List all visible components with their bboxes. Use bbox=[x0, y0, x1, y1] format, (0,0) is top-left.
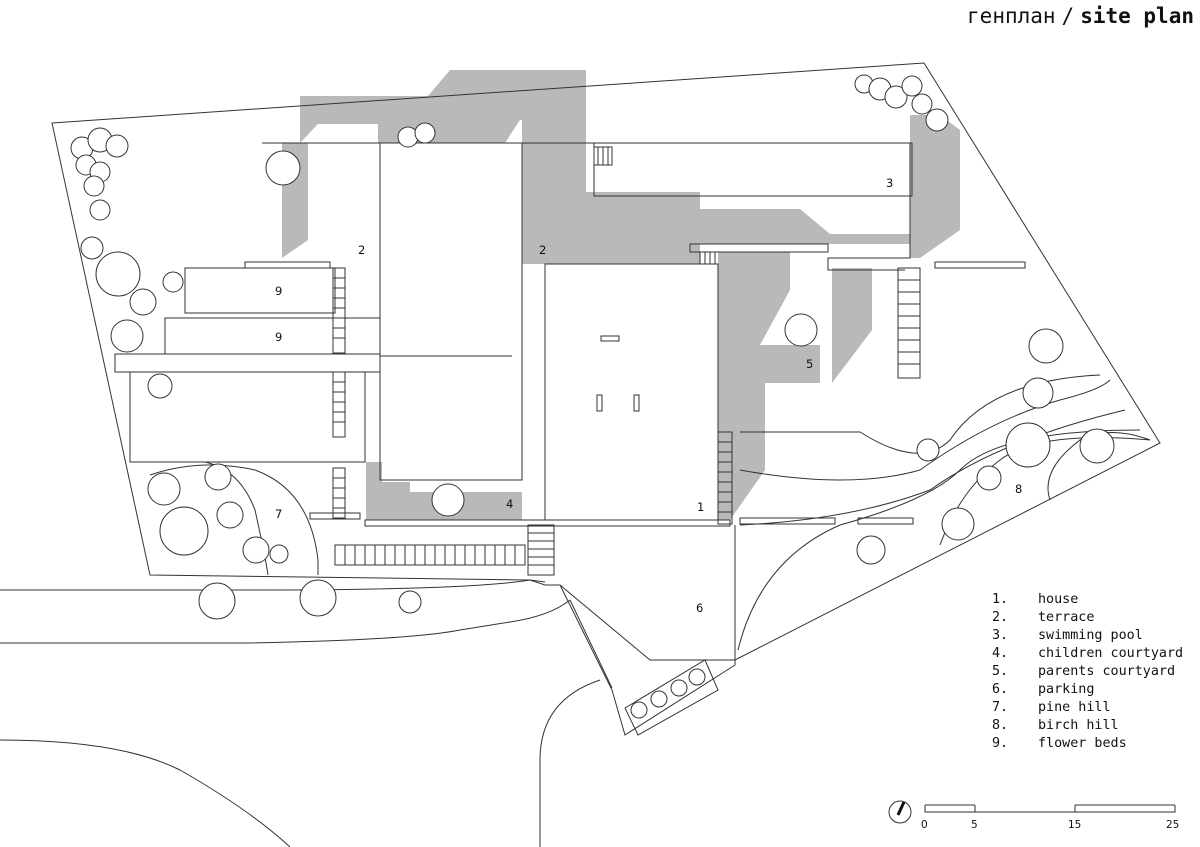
bench-3 bbox=[934, 261, 1026, 269]
label-house: 1 bbox=[697, 500, 704, 514]
entrance-steps bbox=[527, 524, 555, 576]
flower-bed-lower bbox=[164, 317, 381, 355]
label-terrace-center: 2 bbox=[539, 243, 546, 257]
legend-item: 1.house bbox=[992, 592, 1079, 607]
label-flower-bed-lower: 9 bbox=[275, 330, 282, 344]
road-edge-south bbox=[0, 599, 571, 644]
plan-linework bbox=[0, 62, 1161, 847]
bench-1 bbox=[739, 517, 836, 525]
legend-item: 4.children courtyard bbox=[992, 646, 1184, 661]
bench-2 bbox=[857, 517, 914, 525]
title-russian: генплан bbox=[967, 4, 1056, 28]
shadow-children-court bbox=[366, 462, 522, 520]
birch-contour-2 bbox=[739, 379, 1111, 481]
title-separator: / bbox=[1061, 4, 1075, 28]
building-shadows bbox=[282, 70, 960, 520]
birch-contour-6 bbox=[1047, 432, 1151, 501]
scale-bar bbox=[924, 804, 1176, 813]
shadow-north-strip bbox=[300, 70, 586, 143]
drive-edge bbox=[539, 599, 613, 847]
west-block bbox=[379, 142, 523, 481]
label-terrace-west: 2 bbox=[358, 243, 365, 257]
site-boundary bbox=[51, 62, 1161, 661]
drawing-title: генплан/site plan bbox=[967, 4, 1194, 28]
label-parking: 6 bbox=[696, 601, 703, 615]
step-column-mid bbox=[332, 371, 346, 438]
label-flower-bed-upper: 9 bbox=[275, 284, 282, 298]
legend-item: 8.birch hill bbox=[992, 718, 1119, 733]
long-bed bbox=[114, 353, 381, 373]
stair-east bbox=[717, 431, 733, 525]
scale-tick-5: 5 bbox=[971, 819, 978, 831]
bench-4 bbox=[244, 261, 331, 269]
parking-outline bbox=[559, 525, 736, 736]
legend-item: 9.flower beds bbox=[992, 736, 1127, 751]
paving-strip bbox=[334, 544, 526, 566]
stair-treads bbox=[333, 252, 920, 566]
scale-tick-25: 25 bbox=[1166, 819, 1179, 831]
shadow-pool-edge bbox=[910, 115, 960, 258]
shadow-parents-court bbox=[832, 268, 872, 383]
scale-tick-15: 15 bbox=[1068, 819, 1081, 831]
title-english: site plan bbox=[1080, 4, 1194, 28]
shadow-courtyard bbox=[718, 252, 820, 383]
label-pool: 3 bbox=[886, 176, 893, 190]
road-curve bbox=[0, 739, 291, 847]
step-column-south bbox=[332, 467, 346, 519]
legend-item: 6.parking bbox=[992, 682, 1095, 697]
plan-labels: 1 2 2 3 4 5 6 7 8 9 9 bbox=[275, 176, 1022, 615]
trees bbox=[70, 74, 1115, 719]
pine-hill-contour bbox=[149, 464, 319, 575]
label-pine-hill: 7 bbox=[275, 507, 282, 521]
south-terrace bbox=[364, 519, 731, 527]
legend-item: 3.swimming pool bbox=[992, 628, 1143, 643]
legend-item: 5.parents courtyard bbox=[992, 664, 1176, 679]
house-skylight-3 bbox=[633, 394, 640, 412]
label-children-courtyard: 4 bbox=[506, 497, 513, 511]
house-skylight-2 bbox=[596, 394, 603, 412]
step-column-west bbox=[332, 267, 346, 354]
bench-5 bbox=[309, 512, 361, 520]
legend-item: 7.pine hill bbox=[992, 700, 1111, 715]
pool-outline bbox=[593, 142, 913, 197]
scale-tick-0: 0 bbox=[921, 819, 928, 831]
stair-pool bbox=[897, 267, 921, 379]
legend: 1.house 2.terrace 3.swimming pool 4.chil… bbox=[992, 591, 1183, 753]
planter-strip bbox=[624, 659, 719, 736]
label-birch-hill: 8 bbox=[1015, 482, 1022, 496]
lawn-strip bbox=[129, 371, 366, 463]
label-parents-courtyard: 5 bbox=[806, 357, 813, 371]
shadow-roof-block bbox=[522, 120, 912, 264]
north-arrow bbox=[888, 800, 912, 824]
shadow-east-strip bbox=[718, 383, 765, 520]
road-edge-north bbox=[0, 579, 546, 591]
birch-contour-3 bbox=[739, 409, 1126, 526]
house-skylight-1 bbox=[600, 335, 620, 342]
flower-bed-upper bbox=[184, 267, 336, 314]
house-roof bbox=[544, 263, 719, 521]
legend-item: 2.terrace bbox=[992, 610, 1095, 625]
east-wing-bar bbox=[689, 243, 829, 253]
